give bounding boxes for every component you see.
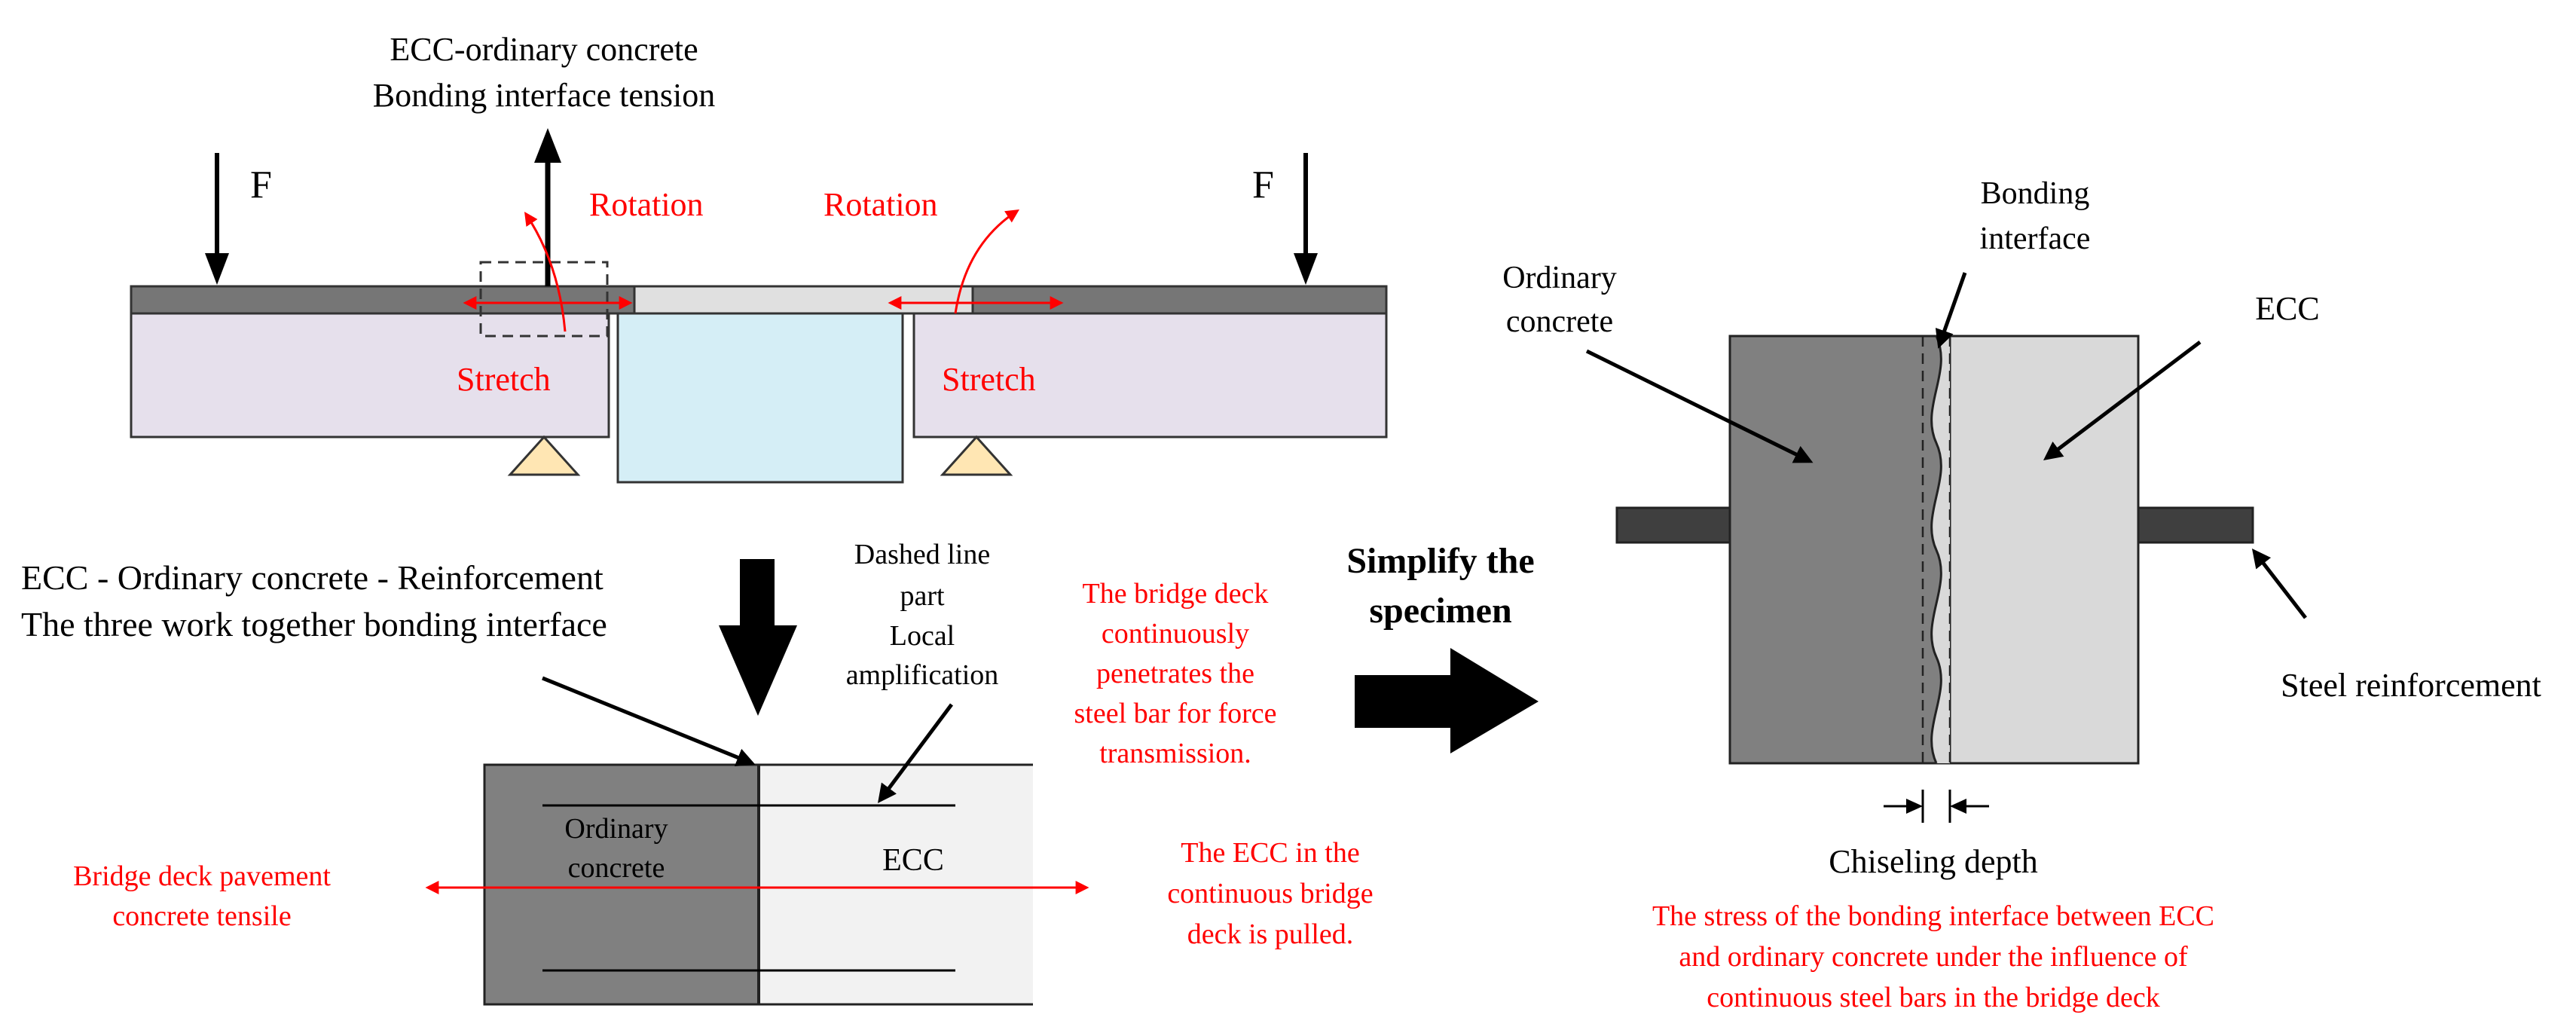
pulled-note-line2: continuous bridge xyxy=(1167,878,1373,909)
steel-reinforcement-label: Steel reinforcement xyxy=(2281,667,2541,704)
interface-tension-arrow xyxy=(534,128,561,286)
specimen-ordinary-label-line2: concrete xyxy=(1506,304,1613,339)
specimen-caption-line1: The stress of the bonding interface betw… xyxy=(1652,900,2214,932)
specimen-bonding-label-line2: interface xyxy=(1980,222,2091,256)
dashed-note-line2: part xyxy=(900,580,945,612)
rotation-left-label: Rotation xyxy=(589,186,704,223)
penetrate-note-line4: steel bar for force xyxy=(1074,698,1276,729)
steel-reinforcement-leader xyxy=(2251,549,2307,619)
support-right-icon xyxy=(940,435,1013,476)
ecc-block xyxy=(759,765,1033,1004)
support-left-icon xyxy=(507,435,581,476)
penetrate-note-line2: continuously xyxy=(1102,618,1249,649)
local-amplification-detail: ECC - Ordinary concrete - Reinforcement … xyxy=(21,539,1374,1006)
rotation-left-arrow xyxy=(524,212,567,332)
simplify-label-line1: Simplify the xyxy=(1346,541,1534,581)
stretch-left-label: Stretch xyxy=(457,361,551,398)
pier xyxy=(616,312,904,484)
specimen-bonding-leader xyxy=(1935,272,1967,349)
interface-tension-title-line1: ECC-ordinary concrete xyxy=(390,31,698,68)
detail-ordinary-label-line1: Ordinary xyxy=(564,813,668,845)
simplify-label-line2: specimen xyxy=(1369,591,1511,631)
dashed-note-line4: amplification xyxy=(846,659,999,691)
simplify-step: Simplify the specimen xyxy=(1346,541,1539,753)
three-work-heading-line2: The three work together bonding interfac… xyxy=(21,605,607,643)
specimen-ordinary-block xyxy=(1728,335,1951,765)
penetrate-note-line5: transmission. xyxy=(1099,738,1251,769)
force-left-label: F xyxy=(250,163,272,206)
bridge-beam-schematic: ECC-ordinary concrete Bonding interface … xyxy=(130,31,1388,484)
girder-right xyxy=(912,312,1388,439)
chiseling-depth-dimension xyxy=(1884,790,1989,823)
amplify-down-arrow xyxy=(719,559,797,716)
interface-leader-arrow xyxy=(542,676,756,767)
deck-pavement-right xyxy=(971,285,1388,315)
steel-bar-left xyxy=(1615,506,1731,544)
simplify-arrow-icon xyxy=(1355,648,1539,753)
force-left xyxy=(205,153,229,285)
tensile-note-line2: concrete tensile xyxy=(112,900,291,932)
dashed-note-line3: Local xyxy=(890,620,955,652)
specimen-ordinary-leader xyxy=(1585,349,1814,463)
specimen-caption-line2: and ordinary concrete under the influenc… xyxy=(1679,941,2188,973)
simplified-specimen: Ordinary concrete Bonding interface ECC … xyxy=(1502,176,2541,1013)
specimen-ecc-block xyxy=(1948,335,2140,765)
specimen-bonding-label-line1: Bonding xyxy=(1981,176,2090,211)
rotation-right-label: Rotation xyxy=(824,186,938,223)
detail-ordinary-label-line2: concrete xyxy=(568,852,665,884)
deck-pavement-ecc-link xyxy=(633,285,974,315)
tensile-note-line1: Bridge deck pavement xyxy=(73,860,331,892)
force-right xyxy=(1294,153,1318,285)
pulled-note-line3: deck is pulled. xyxy=(1187,918,1354,950)
detail-ecc-label: ECC xyxy=(882,843,944,878)
dashed-note-line1: Dashed line xyxy=(854,539,990,570)
ordinary-concrete-block xyxy=(483,763,760,1006)
pulled-note-line1: The ECC in the xyxy=(1181,837,1359,869)
stretch-right-label: Stretch xyxy=(942,361,1036,398)
specimen-ecc-label: ECC xyxy=(2255,290,2320,327)
force-right-label: F xyxy=(1252,163,1274,206)
penetrate-note-line1: The bridge deck xyxy=(1083,578,1269,610)
dashed-note-leader-arrow xyxy=(878,703,954,804)
three-work-heading-line1: ECC - Ordinary concrete - Reinforcement xyxy=(21,558,604,597)
specimen-caption-line3: continuous steel bars in the bridge deck xyxy=(1707,982,2160,1013)
chiseled-interface-curve xyxy=(1930,335,1942,764)
chiseling-depth-label: Chiseling depth xyxy=(1829,843,2037,880)
specimen-ecc-leader xyxy=(2043,341,2202,461)
girder-left xyxy=(130,312,610,439)
penetrate-note-line3: penetrates the xyxy=(1096,658,1254,689)
interface-tension-title-line2: Bonding interface tension xyxy=(373,77,716,114)
specimen-ordinary-label-line1: Ordinary xyxy=(1502,261,1617,295)
steel-bar-right xyxy=(2137,506,2254,544)
